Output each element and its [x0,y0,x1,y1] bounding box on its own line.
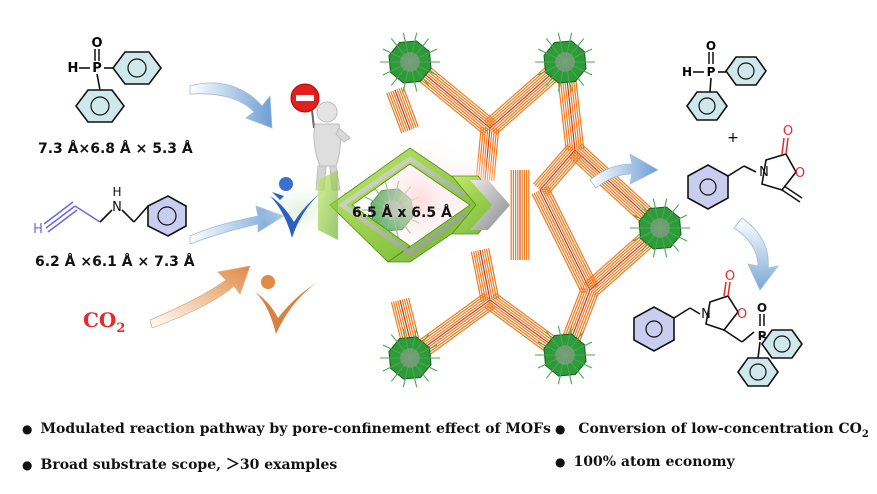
bullet-substrate-scope: Broad substrate scope, ＞30 examples [22,454,337,474]
bullet-low-co2-text: Conversion of low-concentration CO [578,421,862,437]
mof-linker [407,297,420,339]
phosphine-dimensions: 7.3 Å×6.8 Å × 5.3 Å [38,141,193,157]
mof-linker [531,193,583,295]
atom-o: O [706,39,716,53]
mof-linker [388,92,405,133]
mof-linker [542,152,579,194]
amine-structure: H N H [33,185,187,237]
mof-linker [543,187,595,289]
metal-cluster-core [400,348,420,368]
metal-cluster-core [555,345,575,365]
mof-linker [485,248,498,299]
co2-main: CO [83,308,117,332]
mof-linker [539,189,591,291]
atom-p: P [758,329,767,343]
mof-linker [532,143,569,185]
atom-o: O [757,301,767,315]
atom-p: P [707,65,716,79]
bullet-low-co2: Conversion of low-concentration CO2 [555,421,869,440]
mof-linker [402,86,419,128]
mof-linker [546,155,583,197]
mof-linker [481,249,493,300]
mof-linker [479,249,491,301]
arrow-blue-down [733,217,779,291]
atom-o: O [91,36,102,51]
mof-linker [545,186,597,288]
metal-cluster-core [650,218,670,238]
mof-linker [390,91,407,132]
mof-linker [399,299,411,341]
mof-linker [393,301,405,342]
atom-o: O [737,307,747,322]
atom-h: H [112,185,121,199]
atom-n: N [701,307,711,322]
mof-linker [537,190,589,292]
mof-linker [401,299,413,340]
metal-cluster-core [555,52,575,72]
mof-linker [539,149,576,191]
mof-linker [398,88,415,129]
atom-h: H [682,65,692,79]
mof-linker [547,185,599,287]
mof-linker [472,251,485,302]
mof-linker [400,87,417,128]
atom-n: N [112,200,122,215]
mof-linker [535,191,587,293]
orange-check-figure-icon [255,275,318,334]
arrow-blue-out [589,153,659,189]
bullet-low-co2-subscript: 2 [861,428,869,440]
mof-linker [397,300,409,341]
atom-h: H [33,222,43,237]
mof-framework [362,32,690,388]
product-structure: N O O O P [633,269,803,387]
atom-p: P [92,61,102,76]
metal-cluster-core [400,52,420,72]
mof-linker [475,250,487,301]
stop-sign-figure-icon [290,83,351,191]
mof-linker [488,248,500,299]
atom-h: H [68,61,79,76]
mof-linker [396,89,413,130]
arrow-orange [149,265,251,329]
arrow-blue-top [189,82,273,129]
mof-linker [390,301,403,343]
atom-o: O [725,269,735,284]
co2-subscript: 2 [116,321,126,336]
mof-linker [533,192,585,294]
mof-linker [534,145,571,187]
mof-linker [405,298,417,339]
amine-dimensions: 6.2 Å ×6.1 Å × 7.3 Å [35,254,195,270]
mof-linker [541,188,593,290]
phosphine-structure-right: O H P + [682,39,767,146]
pore-size-label: 6.5 Å x 6.5 Å [352,205,452,221]
mof-linker [403,298,415,340]
plus-sign: + [727,130,739,146]
mof-linker [394,89,411,131]
oxazolidinone-structure: N O O [687,124,805,210]
mof-linker [386,92,403,134]
mof-linker [477,250,489,301]
atom-o: O [795,166,805,181]
mof-linker [544,153,581,195]
mof-linker [470,251,482,302]
co2-label: CO2 [83,308,125,336]
mof-linker [541,151,578,192]
pore-chevrons [318,130,510,270]
mof-linker [537,148,574,189]
atom-n: N [759,165,769,180]
phosphine-structure: O H P [68,36,162,123]
mof-linker [536,146,573,188]
mof-linker [483,249,495,300]
bullet-atom-economy: 100% atom economy [555,454,734,470]
atom-o: O [783,124,793,139]
mof-linker [392,90,409,131]
bullet-pore-confinement: Modulated reaction pathway by pore-confi… [22,421,550,437]
